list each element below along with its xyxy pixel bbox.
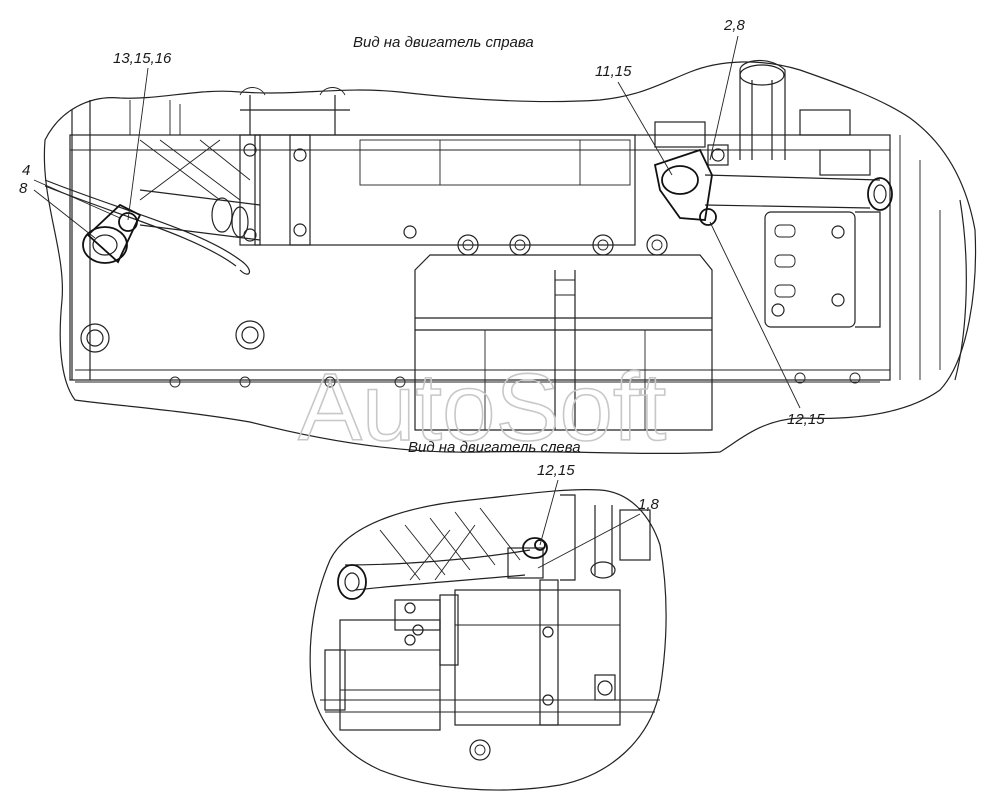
engine-block	[69, 134, 891, 381]
callout-label: 2,8	[723, 17, 746, 34]
watermark: AutoSoft	[298, 354, 666, 461]
callout-13-15-16: 13,15,16	[113, 50, 172, 221]
left-view-title: Вид на двигатель слева	[408, 439, 581, 456]
callout-4-8: 4 8	[19, 162, 121, 239]
right-fitting	[653, 121, 717, 226]
callout-label: 1,8	[638, 496, 660, 513]
callout-label-8: 8	[19, 180, 28, 197]
callout-label-4: 4	[22, 162, 30, 179]
right-plate	[764, 109, 881, 328]
starter-motor	[324, 579, 621, 731]
callout-11-15: 11,15	[595, 63, 673, 176]
right-pipe	[704, 60, 893, 211]
callout-12-15-top: 12,15	[709, 221, 825, 428]
sump-block	[403, 225, 713, 431]
left-fitting	[82, 203, 142, 264]
starter-pipe	[337, 537, 548, 600]
left-view-drawing	[309, 489, 667, 791]
callout-12-15-bottom: 12,15	[537, 462, 575, 546]
upper-housing	[254, 134, 636, 246]
callout-label: 13,15,16	[113, 50, 172, 67]
callout-label: 11,15	[595, 63, 632, 80]
right-view-outline	[43, 61, 977, 455]
right-view-title: Вид на двигатель справа	[353, 34, 534, 51]
right-view-drawing	[43, 60, 977, 455]
callout-label: 12,15	[787, 411, 825, 428]
vertical-pipe	[560, 494, 651, 581]
callout-1-8: 1,8	[537, 496, 660, 569]
callout-2-8: 2,8	[709, 17, 746, 161]
left-view-outline	[309, 489, 667, 791]
callout-label: 12,15	[537, 462, 575, 479]
